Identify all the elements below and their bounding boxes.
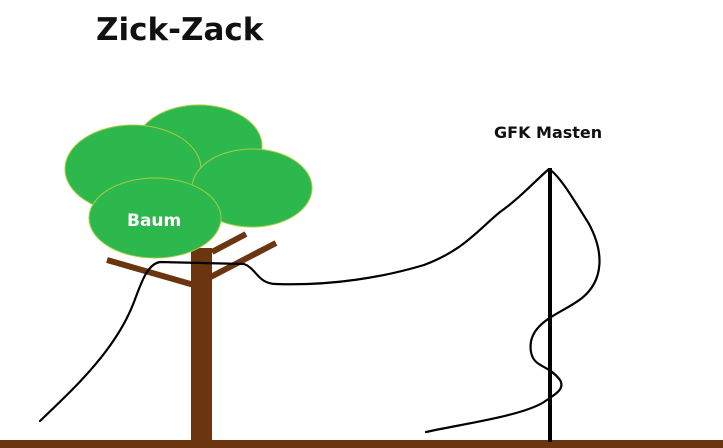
tree-branch-right bbox=[199, 240, 278, 285]
tree-branch-upper bbox=[210, 231, 248, 255]
foliage-ellipse-bottom bbox=[88, 177, 222, 259]
zigzag-wire bbox=[38, 167, 601, 434]
tree-trunk bbox=[191, 248, 212, 444]
mast-label: GFK Masten bbox=[494, 123, 603, 142]
page-title: Zick-Zack bbox=[96, 12, 264, 48]
ground-line bbox=[0, 440, 723, 448]
tree-label: Baum bbox=[127, 211, 182, 231]
tree-crown bbox=[64, 104, 313, 259]
tree-branch-left bbox=[106, 257, 202, 290]
